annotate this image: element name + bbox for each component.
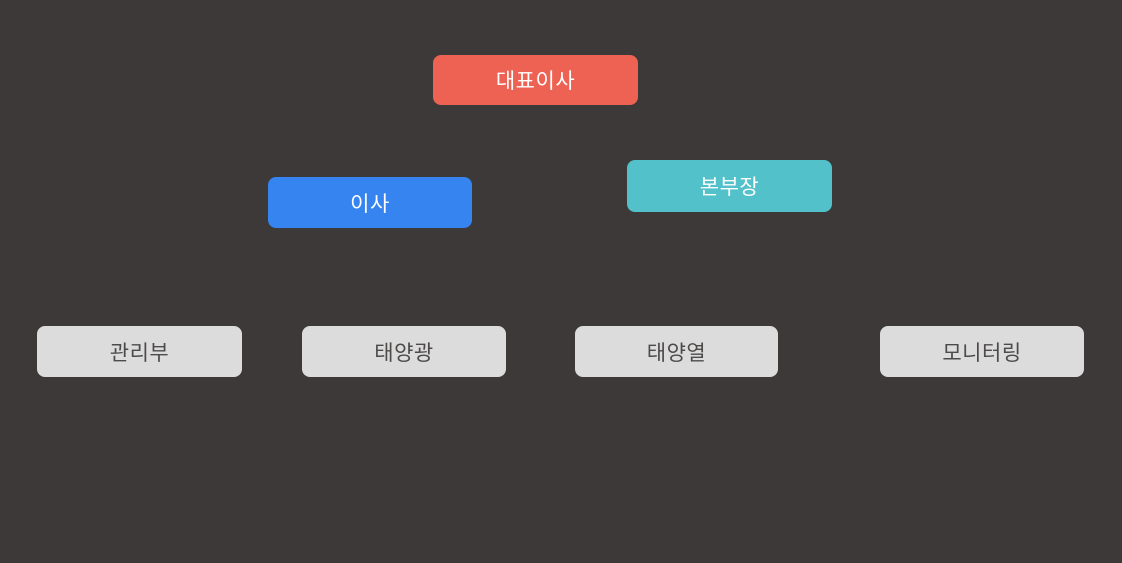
org-node-division-head: 본부장	[627, 160, 832, 212]
org-node-dept-solar-thermal: 태양열	[575, 326, 778, 377]
org-node-dept-admin: 관리부	[37, 326, 242, 377]
org-node-dept-monitoring: 모니터링	[880, 326, 1084, 377]
org-node-dept-solar-pv: 태양광	[302, 326, 506, 377]
org-node-ceo: 대표이사	[433, 55, 638, 105]
org-node-director: 이사	[268, 177, 472, 228]
